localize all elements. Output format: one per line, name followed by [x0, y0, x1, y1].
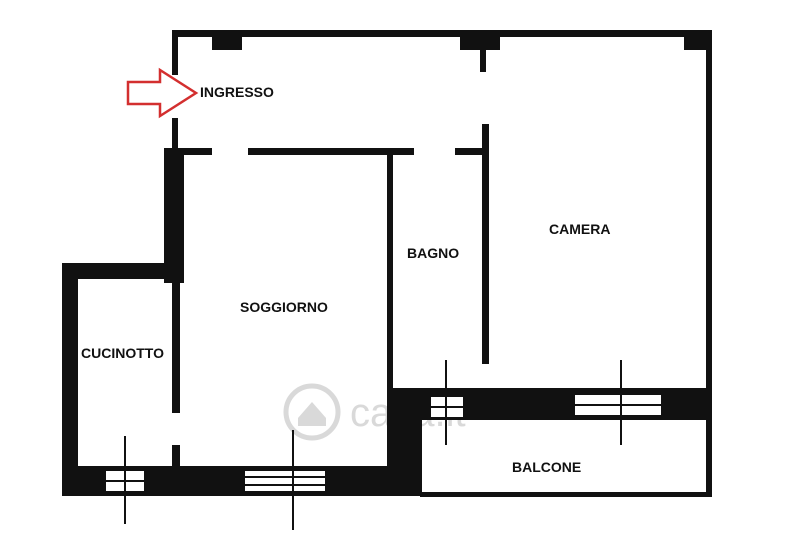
window-camera	[573, 393, 663, 417]
windows	[104, 393, 663, 493]
room-label-soggiorno: SOGGIORNO	[240, 299, 328, 315]
room-label-balcone: BALCONE	[512, 459, 581, 475]
wall-corridor-a	[172, 148, 212, 155]
wall-corridor-c	[455, 148, 485, 155]
wall-top	[172, 30, 712, 37]
window-soggiorno	[243, 469, 327, 493]
entrance-arrow-icon	[126, 67, 199, 119]
wall-top-stub	[480, 30, 486, 72]
wall-soggiorno-left-lower	[172, 283, 180, 413]
wall-soggiorno-left-stub	[172, 445, 180, 467]
wall-ingresso-left-upper	[172, 30, 178, 75]
wall-cucinotto-left	[62, 263, 78, 496]
house-logo-icon	[283, 383, 341, 441]
wall-ingresso-left-lower	[172, 118, 178, 158]
wall-corridor-b	[248, 148, 414, 155]
wall-cucinotto-top	[62, 263, 180, 279]
wall-right	[706, 30, 712, 496]
wall-balcone-bottom	[420, 492, 712, 497]
window-axis-lines	[124, 360, 622, 530]
room-label-bagno: BAGNO	[407, 245, 459, 261]
room-label-camera: CAMERA	[549, 221, 610, 237]
wall-soggiorno-left	[164, 148, 184, 283]
wall-balcone-left	[415, 388, 422, 496]
room-label-cucinotto: CUCINOTTO	[81, 345, 164, 361]
room-label-ingresso: INGRESSO	[200, 84, 274, 100]
wall-soggiorno-bagno	[387, 148, 393, 466]
walls	[62, 30, 712, 497]
wall-bagno-camera	[482, 124, 489, 364]
wall-top-block-right	[684, 30, 712, 50]
wall-top-block-left	[212, 30, 242, 50]
